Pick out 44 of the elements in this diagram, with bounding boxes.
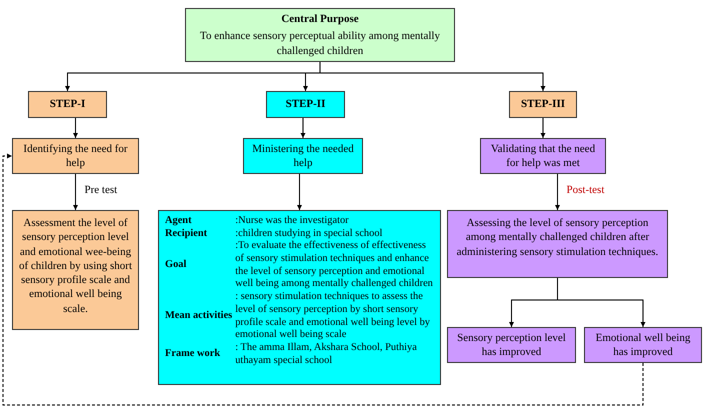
field-value: :children studying in special school bbox=[235, 228, 384, 240]
process-box bbox=[447, 210, 668, 278]
step-box bbox=[509, 91, 577, 118]
field-value: :Nurse was the investigator bbox=[235, 215, 350, 228]
arrow bbox=[540, 118, 546, 138]
process-box bbox=[12, 138, 139, 174]
arrow bbox=[297, 174, 302, 210]
field-name: Recipient bbox=[165, 228, 208, 240]
field-name: Agent bbox=[165, 215, 193, 228]
node-text: Ministering the needed help bbox=[251, 142, 355, 170]
node-text: Assessment the level of sensory perception level and emotional wee-being of children by using short sensory profile scale and emotional well being scale. bbox=[18, 216, 134, 316]
node-text: To enhance sensory perceptual ability among mentally challenged children bbox=[199, 29, 441, 58]
field-value: :To evaluate the effectiveness of effectiveness of sensory stimulation techniques and enhance the level of sensory perception and emotional well being among mentally challenged children bbox=[235, 240, 434, 292]
process-box bbox=[447, 327, 576, 363]
field-value: : The amma Illam, Akshara School, Puthiya uthayam special school bbox=[235, 342, 418, 368]
process-box bbox=[12, 210, 139, 330]
node-text: Validating that the need for help was met bbox=[490, 142, 596, 170]
edge-label: Post-test bbox=[566, 184, 606, 196]
process-box bbox=[243, 138, 363, 174]
node-text: Emotional well being has improved bbox=[594, 330, 692, 360]
field-name: Goal bbox=[165, 259, 188, 272]
process-box bbox=[584, 327, 702, 363]
node-text: STEP-II bbox=[286, 97, 326, 112]
heading: Central Purpose bbox=[281, 12, 359, 26]
node-text: Sensory perception level has improved bbox=[456, 330, 567, 360]
step-box bbox=[266, 91, 345, 118]
field-value: : sensory stimulation techniques to assess the level of sensory perception by short sensory profile scale and emotional well being level by emotional well being scale bbox=[235, 291, 431, 342]
node-text: STEP-I bbox=[50, 97, 86, 112]
field-name: Frame work bbox=[165, 348, 222, 361]
field-name: Mean activities bbox=[165, 310, 232, 323]
arrow bbox=[555, 174, 560, 210]
arrow bbox=[320, 62, 546, 92]
arrow bbox=[73, 174, 78, 210]
node-text: Assessing the level of sensory perception among mentally challenged children after administering sensory stimulation techniques. bbox=[456, 216, 660, 259]
node-text: STEP-III bbox=[520, 97, 566, 112]
step-box bbox=[28, 91, 107, 118]
arrow bbox=[2, 154, 644, 406]
arrow bbox=[300, 118, 306, 138]
node-text: Identifying the need for help bbox=[22, 142, 129, 170]
details-box bbox=[158, 210, 441, 385]
arrow bbox=[73, 118, 78, 138]
process-box bbox=[185, 8, 455, 62]
process-box bbox=[480, 138, 606, 174]
edge-label: Pre test bbox=[84, 184, 118, 196]
